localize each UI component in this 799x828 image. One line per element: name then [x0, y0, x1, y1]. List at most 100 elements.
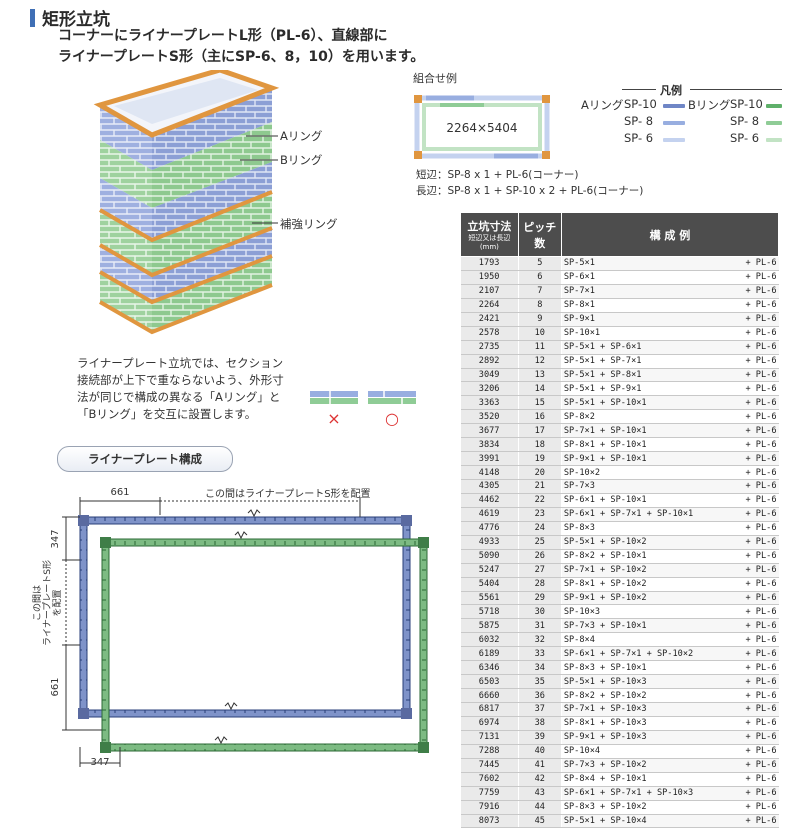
label-a-ring: Aリング [280, 129, 323, 143]
cell-size: 5090 [460, 549, 519, 564]
cell-size: 7131 [460, 730, 519, 745]
cell-composition: SP-8×3 [561, 521, 736, 536]
legend-swatch-a6 [663, 138, 685, 142]
combination-notes: 短辺：SP-8 x 1 + PL-6(コーナー) 長辺：SP-8 x 1 + S… [416, 167, 643, 199]
cell-pitch: 45 [518, 814, 562, 828]
cell-pitch: 9 [518, 312, 562, 327]
cell-size: 3206 [460, 381, 519, 397]
cell-composition: SP-10×3 [561, 604, 736, 620]
cell-pitch: 43 [518, 786, 562, 801]
cell-corner: + PL-6 [735, 632, 779, 648]
cell-size: 5404 [460, 577, 519, 592]
cell-composition: SP-6×1 + SP-10×1 [561, 493, 736, 508]
cell-size: 2264 [460, 298, 519, 313]
cell-composition: SP-7×3 + SP-10×1 [561, 618, 736, 634]
label-b-ring: Bリング [280, 153, 323, 167]
legend-title: 凡例 [660, 84, 682, 97]
dimension-left-bottom: 661 [50, 677, 61, 696]
cell-size: 2578 [460, 326, 519, 341]
cell-pitch: 27 [518, 563, 562, 578]
cell-size: 4776 [460, 521, 519, 536]
legend-b-item-6: SP- 6 [730, 131, 760, 145]
header-size-label: 立坑寸法 [467, 219, 512, 233]
cell-pitch: 37 [518, 702, 562, 717]
cell-size: 7759 [460, 786, 519, 801]
b-ring-frame [101, 538, 428, 752]
dimension-lines [62, 497, 361, 767]
cell-composition: SP-9×1 [561, 312, 736, 327]
cell-composition: SP-9×1 + SP-10×1 [561, 451, 736, 467]
cell-corner: + PL-6 [735, 298, 779, 313]
cell-corner: + PL-6 [735, 577, 779, 592]
cell-pitch: 26 [518, 549, 562, 564]
cell-corner: + PL-6 [735, 395, 779, 411]
mark-right: ○ [385, 409, 399, 428]
cell-composition: SP-8×1 + SP-10×3 [561, 716, 736, 731]
header-size: 立坑寸法 短辺又は長辺 (mm) [460, 212, 519, 257]
legend-b-item-10: SP-10 [730, 97, 763, 111]
cell-corner: + PL-6 [735, 409, 779, 425]
legend-rule-left [622, 89, 656, 90]
cell-composition: SP-7×1 [561, 284, 736, 299]
cell-pitch: 40 [518, 744, 562, 759]
cell-corner: + PL-6 [735, 646, 779, 662]
cell-size: 4933 [460, 535, 519, 550]
cell-size: 6503 [460, 674, 519, 690]
subtitle-line-1: コーナーにライナープレートL形（PL-6）、直線部に [58, 28, 388, 44]
cell-composition: SP-8×4 + SP-10×1 [561, 772, 736, 787]
cell-pitch: 44 [518, 800, 562, 815]
cell-pitch: 11 [518, 340, 562, 355]
cell-size: 3677 [460, 423, 519, 439]
configuration-label: ライナープレート構成 [57, 446, 233, 472]
table-header-row: 立坑寸法 短辺又は長辺 (mm) ピッチ数 構 成 例 [460, 212, 780, 257]
cell-pitch: 34 [518, 660, 562, 676]
cell-corner: + PL-6 [735, 284, 779, 299]
cell-composition: SP-6×1 + SP-7×1 + SP-10×1 [561, 507, 736, 522]
cell-pitch: 21 [518, 479, 562, 494]
cell-corner: + PL-6 [735, 493, 779, 508]
cell-corner: + PL-6 [735, 814, 779, 828]
legend-a-item-6: SP- 6 [624, 131, 654, 145]
title-accent-bar [30, 9, 35, 27]
cell-size: 3520 [460, 409, 519, 425]
cell-corner: + PL-6 [735, 354, 779, 369]
cell-corner: + PL-6 [735, 423, 779, 439]
cell-composition: SP-5×1 + SP-7×1 [561, 354, 736, 369]
cell-composition: SP-7×1 + SP-10×2 [561, 563, 736, 578]
cell-pitch: 42 [518, 772, 562, 787]
cell-size: 7916 [460, 800, 519, 815]
cell-corner: + PL-6 [735, 800, 779, 815]
page-title: 矩形立坑 [42, 10, 110, 30]
cell-corner: + PL-6 [735, 521, 779, 536]
cell-size: 6032 [460, 632, 519, 648]
cell-size: 6660 [460, 688, 519, 703]
cell-size: 7602 [460, 772, 519, 787]
header-pitch: ピッチ数 [517, 212, 562, 257]
cell-composition: SP-8×1 + SP-10×1 [561, 437, 736, 453]
cell-pitch: 33 [518, 646, 562, 662]
cell-pitch: 36 [518, 688, 562, 703]
break-marks [214, 509, 261, 745]
cell-composition: SP-5×1 + SP-10×3 [561, 674, 736, 690]
note-left-line-2: ライナープレートS形 [41, 560, 53, 646]
legend-a-item-10: SP-10 [624, 97, 657, 111]
legend-swatch-a10 [663, 104, 685, 108]
cell-pitch: 6 [518, 270, 562, 285]
